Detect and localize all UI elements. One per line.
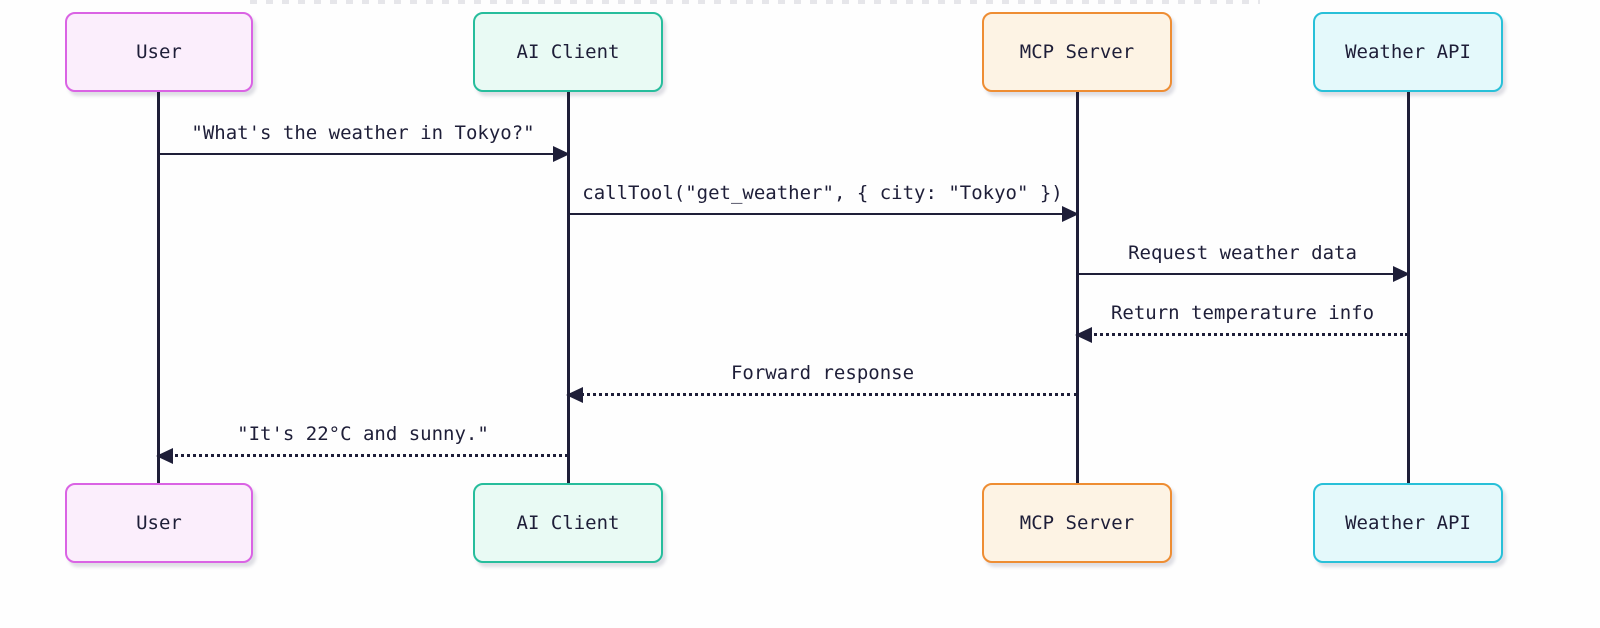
participant-user-label: User bbox=[136, 512, 182, 534]
lifeline-mcp-server bbox=[1076, 92, 1079, 485]
arrowhead-right-icon bbox=[553, 146, 570, 162]
arrowhead-right-icon bbox=[1062, 206, 1079, 222]
participant-ai-client-top: AI Client bbox=[473, 12, 663, 92]
message-arrow-forward-response bbox=[566, 387, 1077, 403]
participant-weather-api-bottom: Weather API bbox=[1313, 483, 1503, 563]
participant-mcp-server-bottom: MCP Server bbox=[982, 483, 1172, 563]
participant-mcp-server-top: MCP Server bbox=[982, 12, 1172, 92]
message-label-request-weather-data: Request weather data bbox=[1128, 242, 1357, 264]
arrowhead-left-icon bbox=[156, 448, 173, 464]
arrowhead-right-icon bbox=[1393, 266, 1410, 282]
message-label-forward-response: Forward response bbox=[730, 362, 915, 384]
participant-weather-api-label: Weather API bbox=[1345, 512, 1471, 534]
message-label-calltool: callTool("get_weather", { city: "Tokyo" … bbox=[582, 182, 1063, 204]
message-label-return-temperature-info: Return temperature info bbox=[1110, 302, 1375, 324]
participant-ai-client-bottom: AI Client bbox=[473, 483, 663, 563]
participant-ai-client-label: AI Client bbox=[516, 41, 620, 63]
lifeline-weather-api bbox=[1407, 92, 1410, 485]
message-arrow-weather-question bbox=[158, 146, 570, 162]
message-arrow-return-temperature-info bbox=[1075, 327, 1408, 343]
participant-mcp-server-label: MCP Server bbox=[1019, 512, 1135, 534]
arrowhead-left-icon bbox=[1075, 327, 1092, 343]
message-arrow-sunny-answer bbox=[156, 448, 568, 464]
participant-weather-api-top: Weather API bbox=[1313, 12, 1503, 92]
participant-user-label: User bbox=[136, 41, 182, 63]
lifeline-user bbox=[157, 92, 160, 485]
participant-ai-client-label: AI Client bbox=[516, 512, 620, 534]
participant-mcp-server-label: MCP Server bbox=[1019, 41, 1135, 63]
participant-user-bottom: User bbox=[65, 483, 253, 563]
message-label-sunny-answer: "It's 22°C and sunny." bbox=[237, 423, 489, 445]
arrowhead-left-icon bbox=[566, 387, 583, 403]
message-label-weather-question: "What's the weather in Tokyo?" bbox=[191, 122, 535, 144]
cropped-text-artifact bbox=[250, 0, 1260, 4]
participant-user-top: User bbox=[65, 12, 253, 92]
participant-weather-api-label: Weather API bbox=[1345, 41, 1471, 63]
lifeline-ai-client bbox=[567, 92, 570, 485]
message-arrow-request-weather-data bbox=[1077, 266, 1410, 282]
message-arrow-calltool bbox=[568, 206, 1079, 222]
